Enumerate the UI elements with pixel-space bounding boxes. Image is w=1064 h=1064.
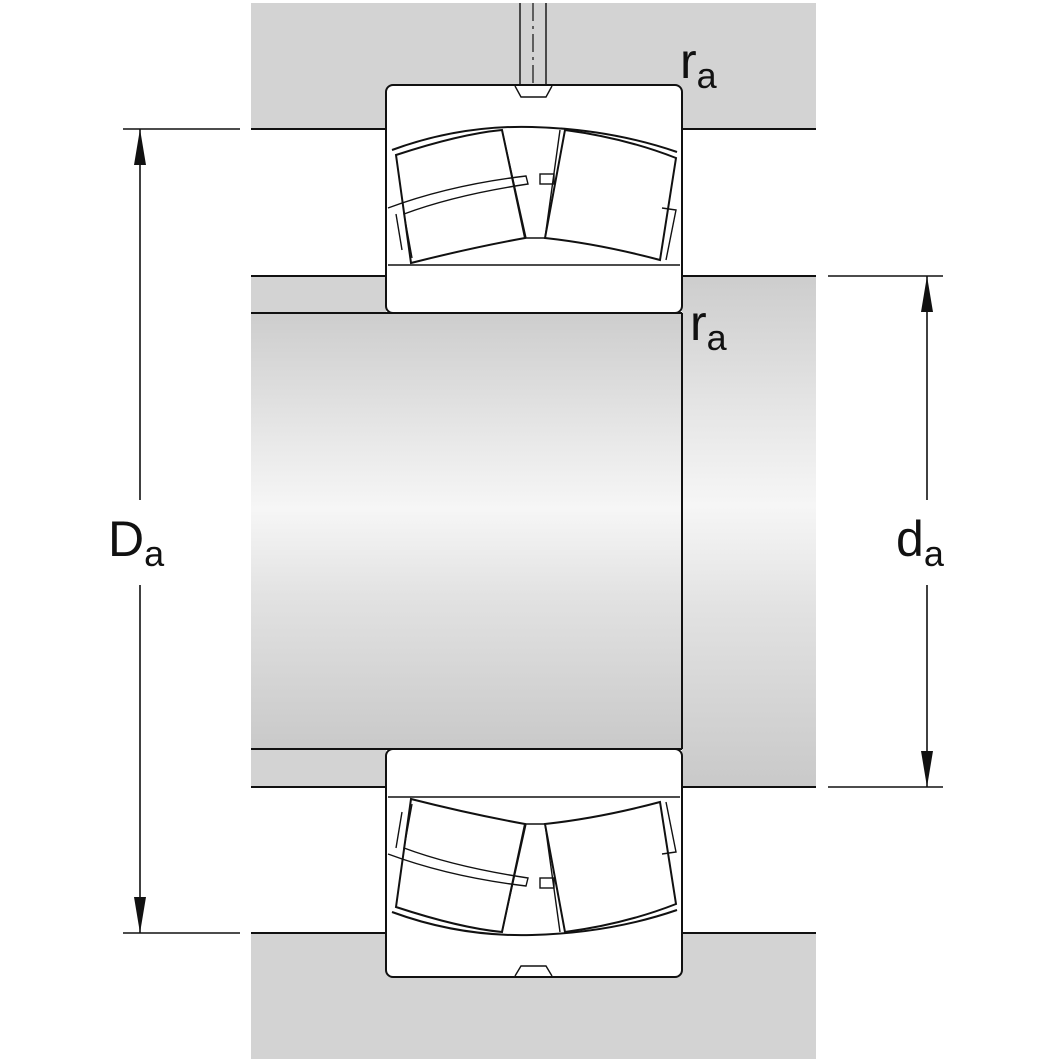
arrow-Da-bottom [134,897,146,933]
arrow-da-bottom [921,751,933,787]
shaft [251,276,816,787]
housing-step-top [251,276,386,313]
bearing-top [385,84,683,314]
label-ra-top: ra [680,33,718,96]
lubrication-hole [519,3,547,138]
housing-step-bottom [251,749,386,787]
bearing-bottom [385,748,683,978]
label-Da: Da [108,511,165,574]
shaft-shoulder [682,276,816,787]
arrow-Da-top [134,129,146,165]
label-da: da [896,511,945,574]
arrow-da-top [921,276,933,312]
bearing-top-outline [385,84,683,314]
shaft-body [251,313,682,749]
dimension-Da [123,128,240,934]
dimension-da [828,275,943,788]
label-ra-mid: ra [690,295,728,358]
bearing-bottom-outline [385,748,683,978]
